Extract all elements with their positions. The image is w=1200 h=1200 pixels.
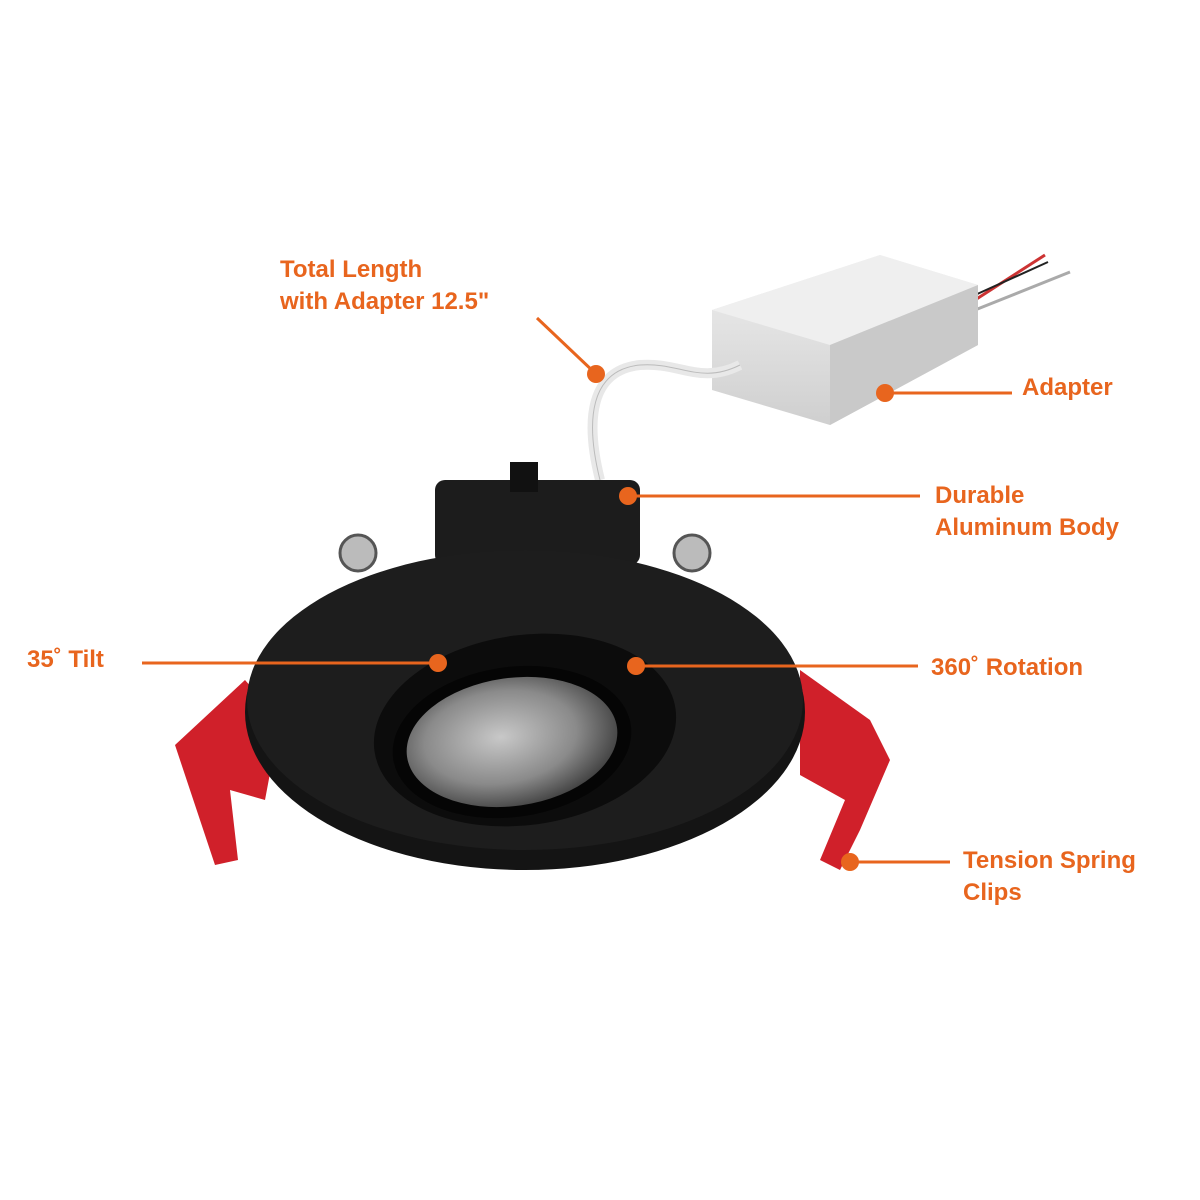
callout-adapter: Adapter: [1022, 372, 1113, 404]
callout-text: 35˚ Tilt: [27, 646, 104, 673]
lens: [406, 676, 618, 808]
callout-leaders: [142, 316, 1012, 871]
callout-body: Durable Aluminum Body: [935, 480, 1119, 544]
aluminum-body: [435, 462, 640, 565]
callout-clips: Tension Spring Clips: [963, 845, 1136, 909]
callout-total-length: Total Length with Adapter 12.5": [280, 254, 489, 318]
callout-text: Adapter: [1022, 374, 1113, 401]
adapter-box: [712, 255, 978, 425]
callout-text: Clips: [963, 879, 1022, 906]
callout-text: Aluminum Body: [935, 514, 1119, 541]
callout-text: Durable: [935, 482, 1025, 509]
callout-text: 360˚ Rotation: [931, 654, 1084, 681]
callout-tilt: 35˚ Tilt: [27, 644, 104, 676]
callout-text: with Adapter 12.5": [280, 288, 490, 315]
callout-text: Tension Spring: [963, 847, 1136, 874]
adapter-wires: [974, 253, 1071, 312]
callout-rotation: 360˚ Rotation: [931, 652, 1083, 684]
callout-text: Total Length: [280, 256, 423, 283]
